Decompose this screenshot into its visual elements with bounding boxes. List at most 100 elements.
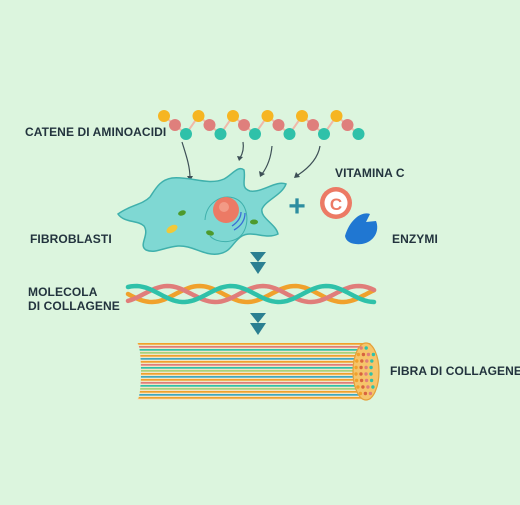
fiber-strand-end: [361, 352, 366, 357]
amino-acid-bead: [272, 119, 285, 131]
amino-acid-bead: [341, 119, 354, 131]
nucleolus: [219, 202, 229, 212]
amino-acid-bead: [330, 110, 343, 122]
vitamin-c-icon: C: [320, 187, 352, 219]
fiber-strand: [137, 397, 371, 399]
fiber-left-edge: [137, 343, 141, 400]
fiber-strand: [137, 349, 371, 351]
fiber-strand-end: [369, 372, 373, 376]
fiber-strand: [137, 355, 371, 357]
amino-acid-bead: [169, 119, 181, 131]
plus-sign: +: [288, 190, 306, 223]
amino-acid-bead: [192, 110, 205, 122]
fiber-strand-end: [371, 385, 375, 389]
vitamin-c-letter: C: [330, 195, 342, 214]
down-arrow-icon: [250, 252, 266, 274]
pacman-blob-icon: [345, 213, 378, 245]
fiber-strand-end: [355, 359, 359, 363]
fiber-strand-end: [363, 391, 368, 396]
label-collagen-fiber: FIBRA DI COLLAGENE: [390, 364, 520, 378]
mitochondrion-3: [250, 219, 258, 225]
fiber-strand: [137, 346, 371, 348]
fiber-strand-end: [359, 346, 363, 350]
fiber-strand-end: [360, 359, 364, 363]
fiber-strand: [137, 391, 371, 393]
fibroblast-membrane: [116, 167, 287, 255]
fiber-strand-end: [358, 391, 363, 396]
nucleus-halo: [204, 196, 248, 243]
chain-to-cell-arrows: [181, 141, 321, 179]
fiber-strand: [137, 388, 371, 390]
fiber-strand: [137, 373, 371, 375]
label-amino-acid-chains: CATENE DI AMINOACIDI: [25, 125, 167, 139]
fiber-end-strands: [354, 346, 376, 396]
fiber-strand: [137, 358, 371, 360]
fiber-strand-end: [366, 352, 371, 357]
fiber-strand: [137, 364, 371, 366]
fiber-strand-end: [356, 352, 361, 357]
label-enzymes: ENZYMI: [392, 232, 438, 246]
collagen-fiber: [137, 342, 380, 401]
amino-acid-bead: [214, 128, 227, 140]
label-collagen-molecule-line1: MOLECOLA: [28, 285, 98, 299]
fiber-strand-end: [361, 385, 365, 389]
amino-acid-bead: [180, 128, 192, 140]
collagen-triple-helix: [125, 283, 377, 305]
fiber-strand: [137, 367, 371, 369]
amino-acid-bead: [261, 110, 274, 122]
fiber-strand-end: [369, 378, 374, 383]
fiber-strand-end: [359, 378, 364, 383]
amino-acid-bead: [227, 110, 239, 122]
vesicle: [166, 224, 178, 234]
fiber-strand-end: [354, 372, 358, 376]
helix-strand-teal: [125, 283, 377, 305]
fiber-strand-end: [365, 359, 369, 363]
label-fibroblasts: FIBROBLASTI: [30, 232, 112, 246]
fiber-strand-end: [356, 385, 360, 389]
fiber-strand-end: [364, 346, 368, 350]
fiber-strand-end: [368, 391, 373, 396]
fiber-strand: [137, 382, 371, 384]
fiber-strand-end: [364, 378, 369, 383]
golgi-arc-2: [233, 212, 246, 231]
fiber-strand-end: [364, 365, 368, 370]
label-collagen-molecule-line2: DI COLLAGENE: [28, 299, 120, 313]
fiber-strand-end: [369, 365, 373, 370]
fiber-strand: [137, 379, 371, 381]
amino-acid-bead: [203, 119, 216, 131]
amino-acid-bead: [238, 119, 250, 131]
fiber-strand-end: [366, 385, 370, 389]
down-arrow-icon: [250, 313, 266, 335]
fibroblast-cell: [116, 167, 287, 255]
chain-arrowheads: [187, 156, 300, 181]
fiber-strand-end: [354, 365, 358, 370]
helix-strand-pink: [125, 283, 377, 305]
amino-acid-bead: [307, 119, 319, 131]
amino-acid-bead: [158, 110, 170, 122]
fiber-strand: [137, 352, 371, 354]
fiber-strand-end: [371, 352, 376, 357]
fiber-strand: [137, 385, 371, 387]
amino-acid-chains: [158, 110, 365, 140]
amino-acid-bead: [352, 128, 365, 140]
fiber-strand-end: [359, 365, 363, 370]
fiber-strand-end: [354, 378, 359, 383]
fiber-strand-end: [370, 359, 374, 363]
fiber-strand-end: [364, 372, 368, 376]
fiber-strand: [137, 343, 371, 345]
fiber-strand-end: [359, 372, 363, 376]
fiber-strand: [137, 376, 371, 378]
fiber-strand: [137, 370, 371, 372]
amino-acid-bead: [283, 128, 296, 140]
label-vitamin-c: VITAMINA C: [335, 166, 405, 180]
fiber-strand: [137, 394, 371, 396]
fiber-end-cap: [352, 342, 380, 401]
golgi-arc-1: [231, 211, 242, 227]
fiber-strand: [137, 361, 371, 363]
amino-acid-bead: [318, 128, 330, 140]
amino-acid-bead: [249, 128, 261, 140]
mitochondrion-1: [178, 210, 186, 216]
label-collagen-molecule: MOLECOLA DI COLLAGENE: [28, 285, 120, 313]
